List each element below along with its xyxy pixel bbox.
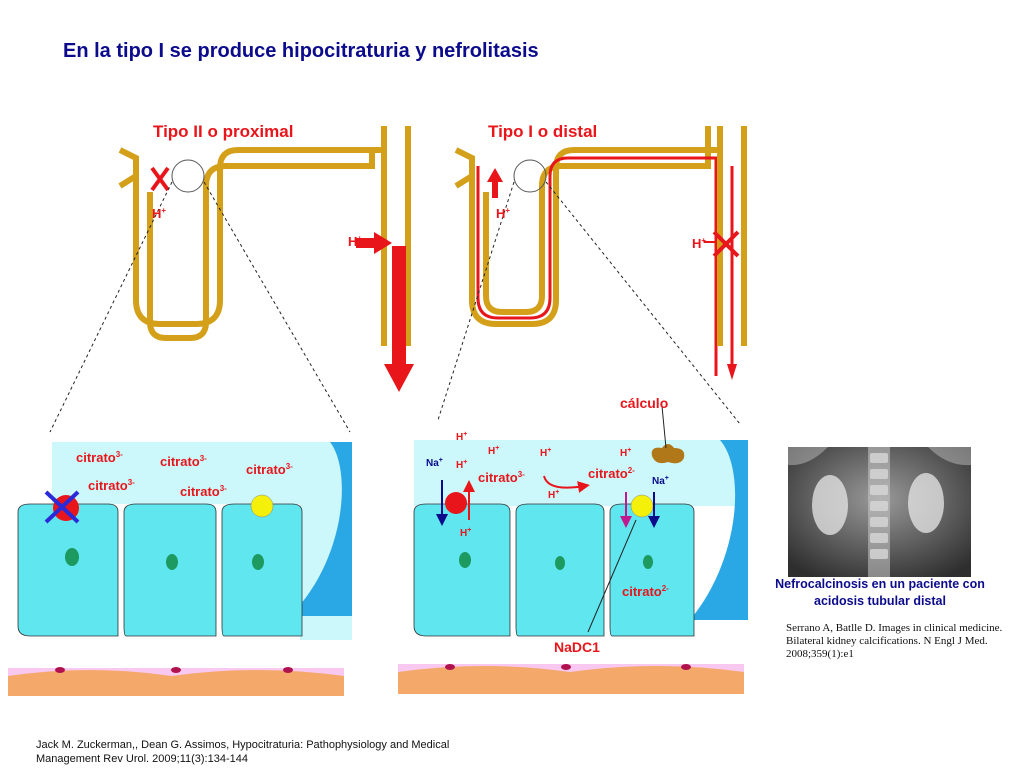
h-label: H+ [496, 206, 510, 221]
citation-line: Management Rev Urol. 2009;11(3):134-144 [36, 753, 248, 765]
citrate-label: citrato2- [622, 584, 669, 599]
h-label: H+ [460, 527, 471, 539]
caption-line: acidosis tubular distal [814, 594, 946, 608]
blocked-h-secretion-x-distal [712, 230, 740, 258]
citrate-label: citrato3- [76, 450, 123, 465]
h-label: H+ [692, 236, 706, 251]
na-label: Na+ [426, 457, 443, 469]
nadc1-label: NaDC1 [554, 639, 600, 655]
citrate-label: citrato3- [180, 484, 227, 499]
cell-panel-distal [398, 405, 748, 694]
citrate-label: citrato3- [88, 478, 135, 493]
nadc1-transporter-distal [630, 494, 654, 518]
calculo-label: cálculo [620, 395, 668, 411]
xray-image [788, 447, 971, 577]
citation-line: Jack M. Zuckerman,, Dean G. Assimos, Hyp… [36, 739, 450, 751]
caption-line: Nefrocalcinosis en un paciente con [775, 577, 985, 591]
page-title: En la tipo I se produce hipocitraturia y… [63, 40, 539, 62]
citrate-label: citrato3- [478, 470, 525, 485]
urine-flow-arrow [392, 246, 406, 366]
h-label: H+ [348, 234, 362, 249]
nadc1-transporter [250, 494, 274, 518]
panel-title-proximal: Tipo II o proximal [153, 122, 294, 141]
reference-line: Bilateral kidney calcifications. N Engl … [786, 635, 988, 647]
footer-citation: Jack M. Zuckerman,, Dean G. Assimos, Hyp… [36, 738, 496, 766]
h-label: H+ [152, 206, 166, 221]
reference-line: 2008;359(1):e1 [786, 648, 854, 660]
h-label: H+ [456, 459, 467, 471]
h-label: H+ [540, 447, 551, 459]
h-label: H+ [620, 447, 631, 459]
blocked-transport-x [44, 490, 80, 524]
kidney-stone [651, 444, 685, 464]
citrate-label: citrato3- [160, 454, 207, 469]
magnified-region-circle [171, 159, 205, 193]
h-label: H+ [488, 445, 499, 457]
h-label: H+ [548, 489, 559, 501]
panel-title-distal: Tipo I o distal [488, 122, 598, 141]
citrate-label: citrato2- [588, 466, 635, 481]
blocked-h-secretion-x [150, 166, 170, 192]
h-label: H+ [456, 431, 467, 443]
cell-panel-proximal [8, 442, 352, 696]
tubule-proximal [118, 126, 414, 392]
magnified-region-circle-distal [513, 159, 547, 193]
citrate-label: citrato3- [246, 462, 293, 477]
reference-line: Serrano A, Batlle D. Images in clinical … [786, 622, 1003, 634]
tubule-distal [454, 126, 747, 380]
na-label: Na+ [652, 475, 669, 487]
exchanger-red [445, 492, 467, 514]
image-reference: Serrano A, Batlle D. Images in clinical … [786, 622, 1022, 661]
figure-caption: Nefrocalcinosis en un paciente con acido… [760, 576, 1000, 610]
